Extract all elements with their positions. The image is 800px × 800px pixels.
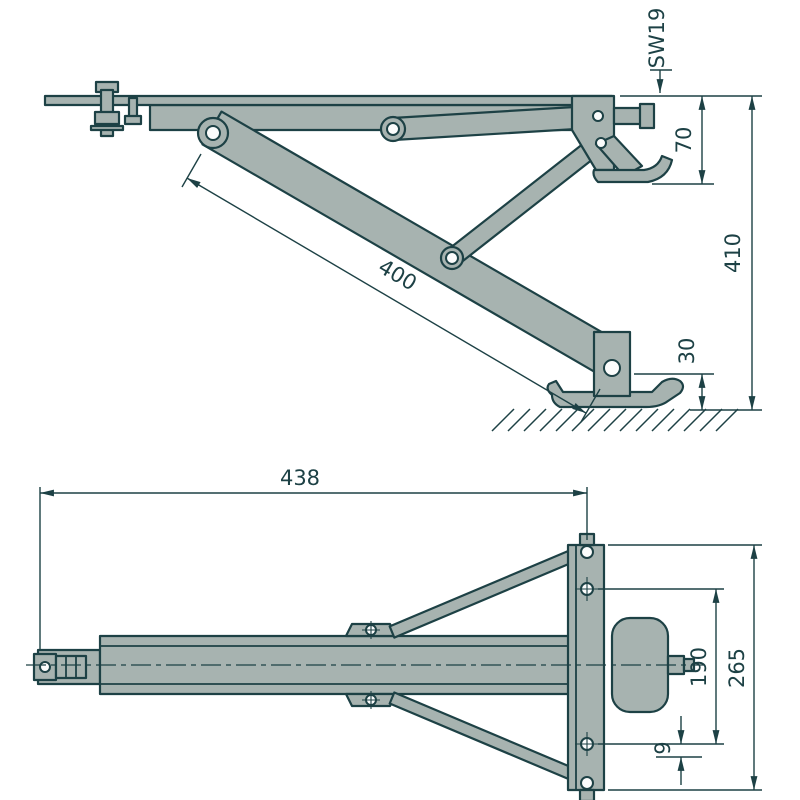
dim-265: 265 (608, 544, 762, 791)
dim-label-438: 438 (280, 466, 320, 490)
brace-lower (388, 691, 576, 781)
plan-view: 438 190 265 9 (26, 466, 762, 800)
dim-label-70: 70 (672, 127, 696, 154)
dim-sw19: SW19 (645, 8, 672, 93)
dim-label-265: 265 (725, 648, 749, 688)
crank-hex (638, 102, 656, 130)
dim-label-410: 410 (721, 233, 745, 273)
dim-30: 30 (634, 338, 714, 410)
mid-bracket-bottom (344, 691, 398, 709)
dim-438: 438 (39, 466, 588, 650)
dim-9: 9 (651, 716, 702, 785)
crossbar-bolt-bottom (580, 776, 594, 790)
ground-hatch (491, 408, 739, 432)
crossbar-stud-bottom (578, 788, 596, 800)
mount-hole-bottom (575, 732, 599, 756)
scissor-link (439, 133, 607, 271)
mid-bracket-top (344, 621, 398, 639)
crossbar (566, 543, 606, 792)
crossbar-bolt-top (580, 545, 594, 559)
tube-walls (100, 645, 580, 685)
dim-410: 410 (690, 96, 762, 411)
dim-label-190: 190 (687, 647, 711, 687)
clamp-bolt (89, 80, 143, 138)
brace-upper (388, 549, 576, 639)
dim-190: 190 (598, 588, 724, 745)
rear-foot (592, 154, 674, 184)
link-hole (386, 122, 400, 136)
dim-70: 70 (620, 95, 762, 185)
rear-leg (594, 134, 644, 178)
dim-label-sw19: SW19 (645, 8, 669, 69)
bracket-hole-bottom (595, 137, 607, 149)
mount-hole-top (575, 577, 599, 601)
foot-pivot-hole (603, 359, 621, 377)
arm-pivot-hole (205, 125, 221, 141)
dim-label-30: 30 (675, 338, 699, 365)
dim-label-9: 9 (651, 741, 675, 754)
scissor-hole (445, 251, 459, 265)
end-fitting (32, 652, 88, 682)
bracket-hole-top (592, 110, 604, 122)
main-arm (201, 110, 623, 378)
side-view: SW19 70 410 30 400 (43, 8, 762, 432)
